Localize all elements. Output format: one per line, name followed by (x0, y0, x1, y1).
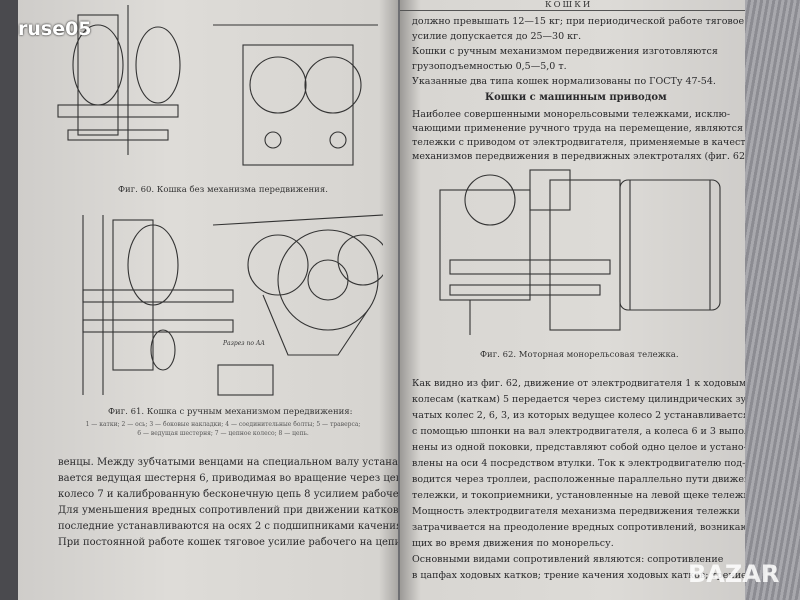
section-body-text: Наиболее совершенными монорельсовыми тел… (412, 108, 745, 164)
text-line: Кошки с ручным механизмом передвижения и… (412, 46, 718, 57)
figure-61-section-label: Разрез по АА (223, 340, 265, 347)
figure-61-caption: Фиг. 61. Кошка с ручным механизмом перед… (108, 407, 353, 417)
text-line: вается ведущая шестерня 6, приводимая во… (58, 473, 398, 484)
text-line: чатых колес 2, 6, 3, из которых ведущее … (412, 410, 745, 421)
page-stack-edge (745, 0, 800, 600)
text-line: последние устанавливаются на осях 2 с по… (58, 521, 398, 532)
section-heading: Кошки с машинным приводом (485, 92, 667, 103)
figure-61-legend: 1 — катки; 2 — ось; 3 — боковые накладки… (58, 420, 388, 438)
text-line: нены из одной поковки, представляют собо… (412, 442, 745, 453)
right-intro-text: должно превышать 12—15 кг; при периодиче… (412, 14, 744, 89)
text-line: щих во время движения по монорельсу. (412, 538, 614, 549)
text-line: Указанные два типа кошек нормализованы п… (412, 76, 716, 87)
text-line: Для уменьшения вредных сопротивлений при… (58, 505, 398, 516)
figure-60-caption: Фиг. 60. Кошка без механизма передвижени… (118, 185, 328, 195)
legend-line: 6 — ведущая шестерня; 7 — цепное колесо;… (137, 430, 309, 437)
right-body-text: Как видно из фиг. 62, движение от электр… (412, 376, 745, 584)
watermark-bottom-right: BAZAR (688, 560, 780, 588)
text-line: Мощность электродвигателя механизма пере… (412, 506, 740, 517)
text-line: тележки с приводом от электродвигателя, … (412, 137, 745, 148)
figure-62-caption: Фиг. 62. Моторная монорельсовая тележка. (480, 350, 679, 360)
text-line: Как видно из фиг. 62, движение от электр… (412, 378, 745, 389)
figure-61-drawing (82, 214, 383, 396)
book-edge-left (0, 0, 18, 600)
text-line: чающими применение ручного труда на пере… (412, 123, 743, 134)
legend-line: 1 — катки; 2 — ось; 3 — боковые накладки… (85, 421, 361, 428)
figure-62-drawing (439, 169, 721, 335)
text-line: Основными видами сопротивлений являются:… (412, 554, 724, 565)
text-line: венцы. Между зубчатыми венцами на специа… (58, 457, 398, 468)
text-line: колесам (каткам) 5 передается через сист… (412, 394, 745, 405)
running-header: КОШКИ (545, 0, 593, 10)
text-line: тележки, и токоприемники, установленные … (412, 490, 745, 501)
text-line: влены на оси 4 посредством втулки. Ток к… (412, 458, 745, 469)
right-page: КОШКИ должно превышать 12—15 кг; при пер… (400, 0, 745, 600)
text-line: усилие допускается до 25—30 кг. (412, 31, 582, 42)
text-line: При постоянной работе кошек тяговое усил… (58, 537, 398, 548)
text-line: с помощью шпонки на вал электродвигателя… (412, 426, 745, 437)
header-rule (400, 10, 745, 11)
text-line: Наиболее совершенными монорельсовыми тел… (412, 109, 731, 120)
figure-60-drawing (57, 5, 378, 166)
text-line: в цапфах ходовых катков; трение качения … (412, 570, 745, 581)
text-line: водится через троллеи, расположенные пар… (412, 474, 745, 485)
watermark-top-left: ruse05 (18, 18, 92, 40)
text-line: механизмов передвижения в передвижных эл… (412, 151, 745, 162)
text-line: затрачивается на преодоление вредных соп… (412, 522, 745, 533)
text-line: грузоподъемностью 0,5—5,0 т. (412, 61, 567, 72)
left-body-text: венцы. Между зубчатыми венцами на специа… (58, 455, 398, 551)
left-page: Фиг. 60. Кошка без механизма передвижени… (18, 0, 398, 600)
text-line: должно превышать 12—15 кг; при периодиче… (412, 16, 745, 27)
text-line: колесо 7 и калиброванную бесконечную цеп… (58, 489, 398, 500)
